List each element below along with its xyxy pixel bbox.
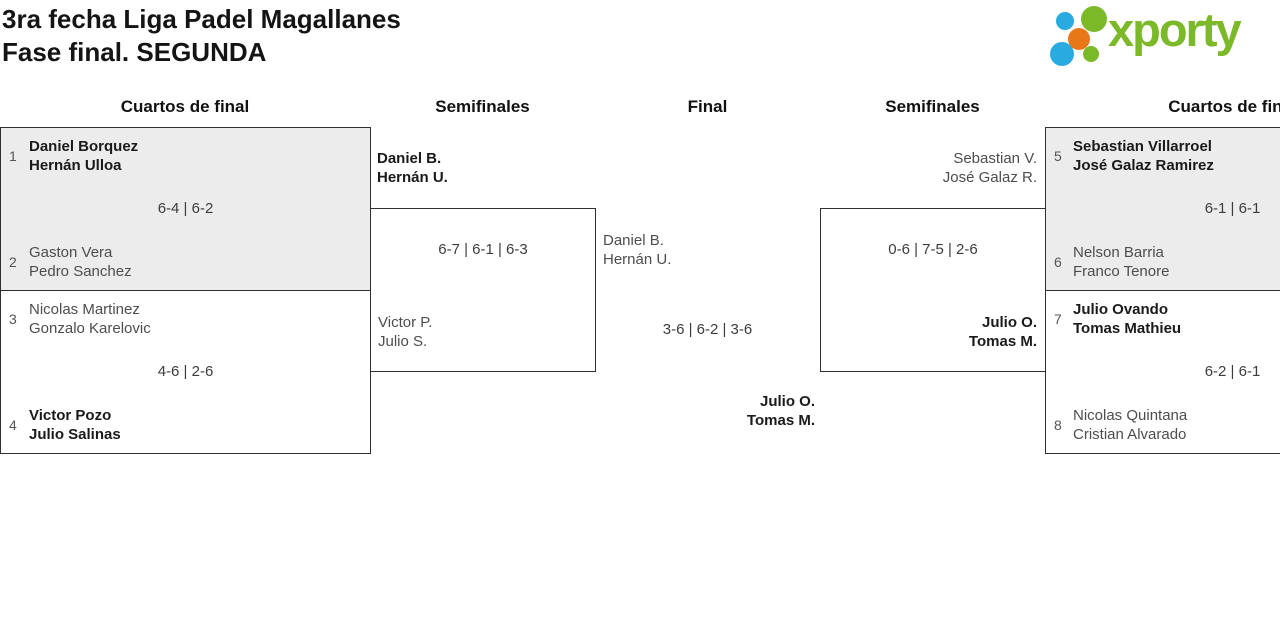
team-name-line: Sebastian V. xyxy=(953,150,1037,167)
seed-number: 3 xyxy=(9,311,17,327)
team-name-line: Daniel B. xyxy=(377,150,442,167)
match-qf-right-2[interactable]: 7 Julio Ovando Tomas Mathieu 6-2 | 6-1 8… xyxy=(1045,290,1280,454)
round-header-qf-right: Cuartos de final xyxy=(1168,97,1280,116)
final-score: 3-6 | 6-2 | 3-6 xyxy=(662,321,753,338)
team-name-line: Gaston Vera xyxy=(29,244,113,261)
team-name-line: Julio S. xyxy=(378,333,428,350)
match-qf-left-1[interactable]: 1 Daniel Borquez Hernán Ulloa 6-4 | 6-2 … xyxy=(0,127,371,291)
team-name-line: Victor P. xyxy=(378,314,433,331)
match-qf-right-1[interactable]: 5 Sebastian Villarroel José Galaz Ramire… xyxy=(1045,127,1280,291)
page-title-line1: 3ra fecha Liga Padel Magallanes xyxy=(2,4,401,34)
match-score: 6-1 | 6-1 xyxy=(1204,200,1261,217)
logo-wordmark: xporty xyxy=(1108,3,1242,56)
team-nicolas-quintana: Nicolas Quintana Cristian Alvarado xyxy=(1073,406,1187,444)
match-score: 6-7 | 6-1 | 6-3 xyxy=(438,241,528,258)
team-name-line: Hernán U. xyxy=(603,251,672,268)
team-nicolas-martinez: Nicolas Martinez Gonzalo Karelovic xyxy=(29,300,151,338)
logo-dot-orange-icon xyxy=(1068,28,1090,50)
match-qf-left-2[interactable]: 3 Nicolas Martinez Gonzalo Karelovic 4-6… xyxy=(0,290,371,454)
team-name-line: Daniel Borquez xyxy=(29,138,139,155)
team-gaston-vera: Gaston Vera Pedro Sanchez xyxy=(29,243,132,281)
team-name-line: Victor Pozo xyxy=(29,407,112,424)
team-name-line: Nicolas Quintana xyxy=(1073,407,1188,424)
logo-dot-blue-small-icon xyxy=(1056,12,1074,30)
team-name-line: Julio Salinas xyxy=(29,426,121,443)
team-sebastian-v-sf: Sebastian V. José Galaz R. xyxy=(943,149,1037,187)
page-title: 3ra fecha Liga Padel Magallanes Fase fin… xyxy=(2,3,401,69)
logo-dot-blue-large-icon xyxy=(1050,42,1074,66)
team-name-line: Julio O. xyxy=(759,393,815,410)
team-name-line: Hernán Ulloa xyxy=(29,157,122,174)
team-name-line: Tomas M. xyxy=(968,333,1037,350)
seed-number: 1 xyxy=(9,148,17,164)
team-name-line: Nicolas Martinez xyxy=(29,301,140,318)
team-julio-o-sf: Julio O. Tomas M. xyxy=(969,313,1037,351)
team-name-line: Tomas M. xyxy=(746,412,815,429)
match-score: 0-6 | 7-5 | 2-6 xyxy=(888,241,978,258)
round-header-qf-left: Cuartos de final xyxy=(120,97,250,116)
team-name-line: Gonzalo Karelovic xyxy=(29,320,151,337)
team-daniel-b-sf: Daniel B. Hernán U. xyxy=(377,149,448,187)
team-name-line: Julio O. xyxy=(981,314,1037,331)
round-header-sf-left: Semifinales xyxy=(435,97,530,116)
seed-number: 6 xyxy=(1054,254,1062,270)
team-daniel-borquez: Daniel Borquez Hernán Ulloa xyxy=(29,137,138,175)
team-julio-ovando: Julio Ovando Tomas Mathieu xyxy=(1073,300,1181,338)
team-name-line: José Galaz Ramirez xyxy=(1073,157,1214,174)
team-victor-pozo: Victor Pozo Julio Salinas xyxy=(29,406,121,444)
round-header-sf-right: Semifinales xyxy=(885,97,980,116)
team-sebastian-villarroel: Sebastian Villarroel José Galaz Ramirez xyxy=(1073,137,1214,175)
team-julio-o-champion: Julio O. Tomas M. xyxy=(747,392,815,430)
seed-number: 4 xyxy=(9,417,17,433)
team-name-line: Sebastian Villarroel xyxy=(1073,138,1212,155)
team-name-line: Nelson Barria xyxy=(1073,244,1164,261)
team-name-line: Pedro Sanchez xyxy=(29,263,132,280)
match-score: 6-2 | 6-1 xyxy=(1204,363,1261,380)
match-sf-right[interactable]: 0-6 | 7-5 | 2-6 Julio O. Tomas M. xyxy=(820,208,1046,372)
team-name-line: Julio Ovando xyxy=(1073,301,1169,318)
match-score: 6-4 | 6-2 xyxy=(157,200,214,217)
logo-dot-green-large-icon xyxy=(1081,6,1107,32)
seed-number: 7 xyxy=(1054,311,1062,327)
match-sf-left[interactable]: 6-7 | 6-1 | 6-3 Victor P. Julio S. xyxy=(370,208,596,372)
team-name-line: Tomas Mathieu xyxy=(1073,320,1182,337)
team-name-line: Daniel B. xyxy=(603,232,664,249)
team-nelson-barria: Nelson Barria Franco Tenore xyxy=(1073,243,1169,281)
seed-number: 2 xyxy=(9,254,17,270)
team-daniel-b-final: Daniel B. Hernán U. xyxy=(603,231,671,269)
team-name-line: Hernán U. xyxy=(377,169,448,186)
logo-dot-green-small-icon xyxy=(1083,46,1099,62)
team-name-line: José Galaz R. xyxy=(942,169,1037,186)
round-header-final: Final xyxy=(687,97,728,116)
team-name-line: Cristian Alvarado xyxy=(1073,426,1187,443)
seed-number: 5 xyxy=(1054,148,1062,164)
seed-number: 8 xyxy=(1054,417,1062,433)
team-victor-p-sf: Victor P. Julio S. xyxy=(378,313,432,351)
match-score: 4-6 | 2-6 xyxy=(157,363,214,380)
page-title-line2: Fase final. SEGUNDA xyxy=(2,37,267,67)
team-name-line: Franco Tenore xyxy=(1073,263,1170,280)
